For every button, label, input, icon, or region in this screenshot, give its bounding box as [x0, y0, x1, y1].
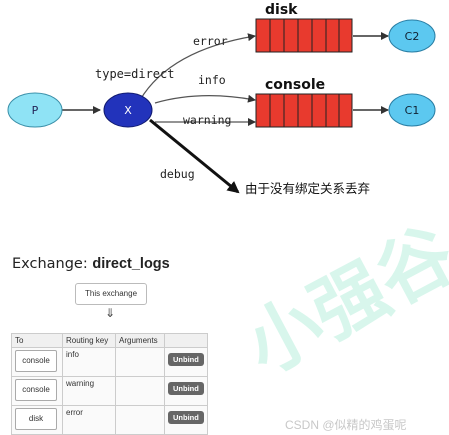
unbind-button[interactable]: Unbind [168, 411, 204, 424]
down-arrow-icon: ⇓ [105, 306, 116, 320]
watermark-credit: CSDN @似精的鸡蛋呢 [285, 418, 407, 432]
disk-queue-title: disk [265, 2, 298, 18]
binding-routing-key: info [62, 347, 116, 377]
column-header-to: To [11, 333, 63, 348]
binding-destination-link[interactable]: console [15, 350, 57, 372]
unbind-button[interactable]: Unbind [168, 353, 204, 366]
consumer-c1-label: C1 [405, 104, 420, 117]
error-route-label: error [193, 34, 228, 48]
table-row: console warning Unbind [11, 376, 208, 406]
exchange-node [103, 92, 153, 128]
console-queue [255, 93, 353, 128]
binding-arguments [115, 376, 165, 406]
table-row: disk error Unbind [11, 405, 208, 435]
this-exchange-box: This exchange [75, 283, 147, 305]
info-route-label: info [198, 73, 226, 87]
unbind-button[interactable]: Unbind [168, 382, 204, 395]
debug-route-edge [149, 118, 240, 194]
disk-queue [255, 18, 353, 53]
column-header-routing-key: Routing key [62, 333, 116, 348]
debug-discard-note: 由于没有绑定关系丢弃 [245, 181, 370, 196]
info-route-edge [154, 94, 256, 104]
column-header-action [164, 333, 208, 348]
error-route-edge [139, 33, 256, 101]
producer-node [7, 92, 63, 128]
bindings-header-row: To Routing key Arguments [11, 333, 208, 348]
consumer-c2-label: C2 [405, 30, 420, 43]
binding-routing-key: warning [62, 376, 116, 406]
binding-destination-link[interactable]: console [15, 379, 57, 401]
exchange-label: X [124, 104, 132, 117]
exchange-type-label: type=direct [95, 67, 174, 81]
warning-route-label: warning [183, 113, 231, 127]
binding-routing-key: error [62, 405, 116, 435]
consumer-c2-node [388, 19, 436, 53]
watermark-text: 小强谷 [232, 211, 449, 391]
bindings-table: To Routing key Arguments console info Un… [11, 333, 208, 435]
exchange-title: Exchange: direct_logs [12, 256, 170, 272]
binding-arguments [115, 347, 165, 377]
producer-label: P [32, 104, 39, 117]
column-header-arguments: Arguments [115, 333, 165, 348]
consumer-c1-node [388, 93, 436, 127]
binding-arguments [115, 405, 165, 435]
exchange-name: direct_logs [92, 256, 170, 272]
console-queue-title: console [265, 77, 325, 93]
debug-route-label: debug [160, 167, 195, 181]
table-row: console info Unbind [11, 347, 208, 377]
routing-diagram: P X type=direct disk console C2 C1 error… [7, 2, 436, 196]
exchange-title-label: Exchange: [12, 256, 88, 272]
